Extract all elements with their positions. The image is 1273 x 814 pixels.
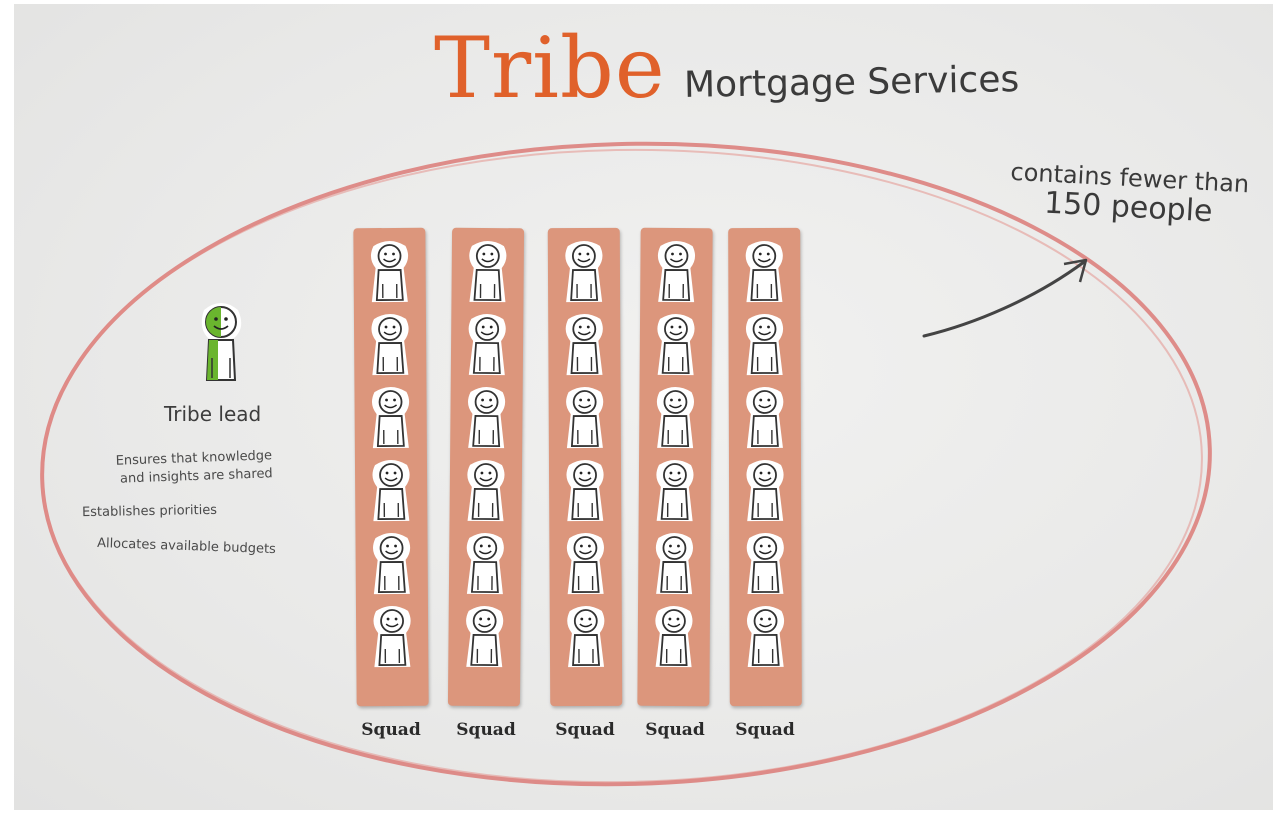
squad-label: Squad xyxy=(456,720,516,740)
person-icon xyxy=(745,314,784,376)
person-icon xyxy=(746,532,784,595)
person-icon xyxy=(746,387,784,449)
tribe-title: Tribe xyxy=(434,19,666,117)
squad-column xyxy=(547,227,623,707)
person-icon xyxy=(746,460,784,522)
squad-column xyxy=(447,227,525,707)
person-icon xyxy=(565,241,603,303)
tribe-lead-icon xyxy=(201,303,242,381)
person-icon xyxy=(370,241,409,303)
tribe-boundary-ellipse xyxy=(40,141,1212,787)
person-icon xyxy=(373,532,411,595)
squad-label: Squad xyxy=(555,720,615,740)
person-icon xyxy=(565,314,603,376)
person-icon xyxy=(466,532,504,595)
person-icon xyxy=(566,460,604,522)
duty-establish-priorities: Establishes priorities xyxy=(81,502,218,521)
tribe-lead-label: Tribe lead xyxy=(164,402,262,426)
person-icon xyxy=(372,387,410,449)
person-icon xyxy=(566,532,604,595)
squad-label: Squad xyxy=(735,720,795,740)
person-icon xyxy=(656,460,694,522)
arrow-icon xyxy=(922,258,1088,338)
squad-label: Squad xyxy=(361,720,421,740)
diagram-canvas: Tribe Mortgage Services contains fewer t… xyxy=(14,4,1273,810)
squad-column xyxy=(353,227,429,707)
person-icon xyxy=(747,605,785,668)
person-icon xyxy=(655,532,693,595)
person-icon xyxy=(566,387,604,449)
person-icon xyxy=(468,387,506,449)
person-icon xyxy=(657,241,696,303)
person-icon xyxy=(467,460,505,522)
person-icon xyxy=(468,314,506,376)
person-icon xyxy=(371,314,409,376)
person-icon xyxy=(466,605,504,668)
squad-column xyxy=(637,227,713,707)
duty-share-knowledge: Ensures that knowledge and insights are … xyxy=(115,447,273,488)
squad-label: Squad xyxy=(645,720,705,740)
person-icon xyxy=(655,605,693,668)
person-icon xyxy=(469,241,507,303)
person-icon xyxy=(372,460,410,522)
person-icon xyxy=(656,387,694,449)
person-icon xyxy=(745,241,783,303)
person-icon xyxy=(373,605,411,668)
person-icon xyxy=(567,605,605,668)
person-icon xyxy=(657,314,695,376)
tribe-subtitle: Mortgage Services xyxy=(683,59,1020,106)
squad-column xyxy=(728,227,802,707)
